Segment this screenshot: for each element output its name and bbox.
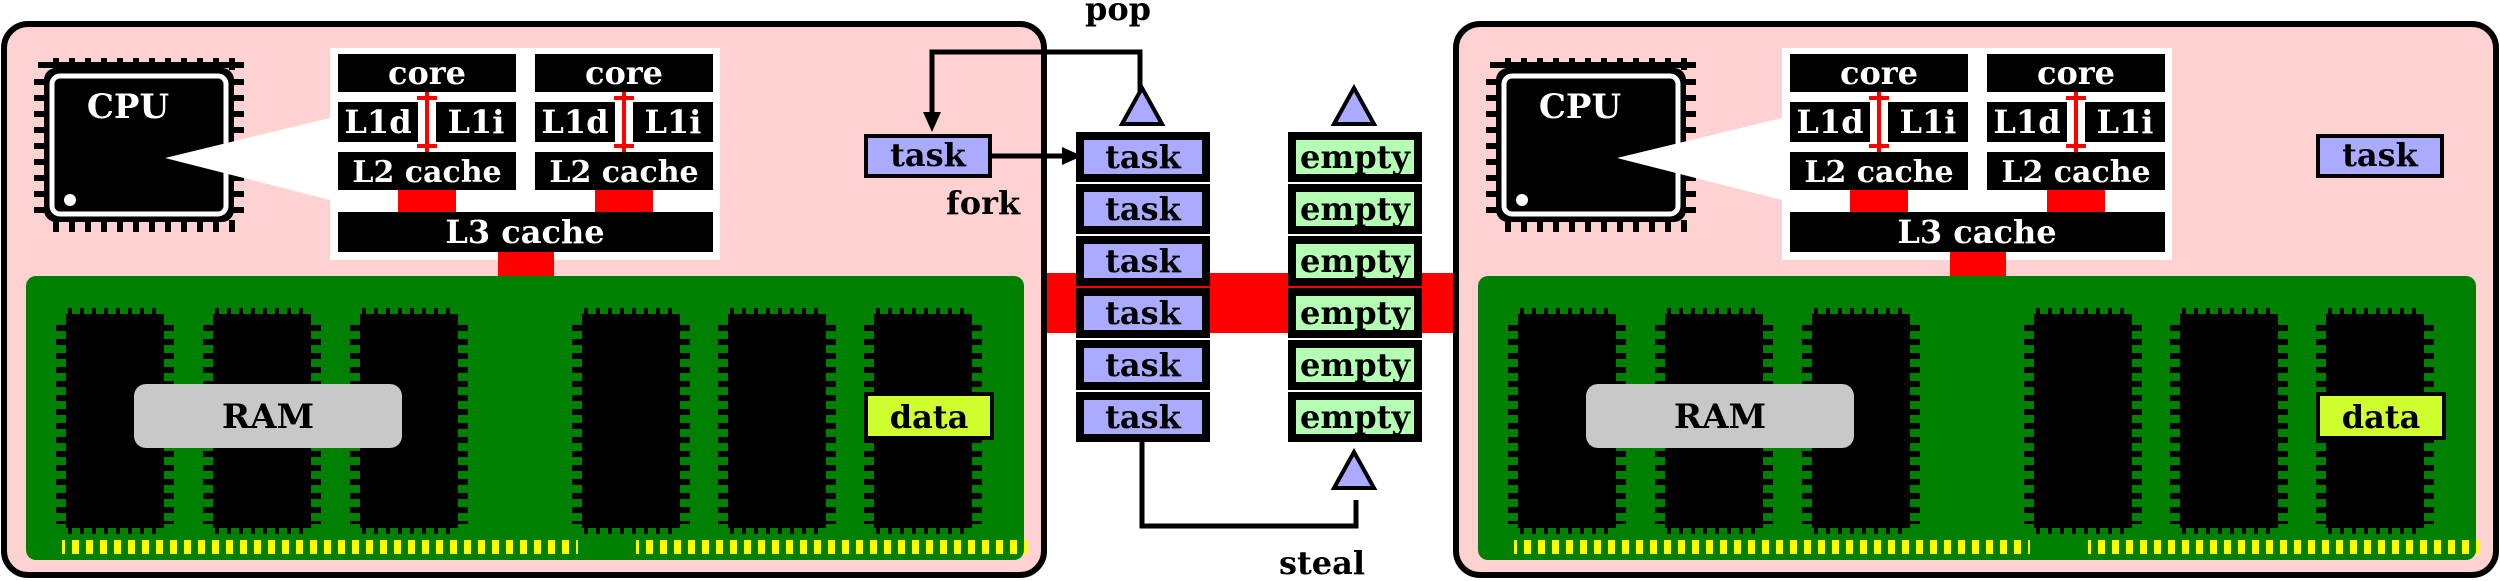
l1i-label: L1i [1900,103,1957,141]
ram-label: RAM [1674,397,1766,437]
core-label: core [1840,54,1918,92]
data-label: data [890,398,969,436]
core-2: core L1d L1i L2 cache [535,54,713,212]
deque-empty-slot: empty [1288,288,1422,338]
l1i-label: L1i [2097,103,2154,141]
ram-chip-icon [572,308,690,534]
l3-label: L3 cache [445,213,604,251]
core-2: core L1d L1i L2 cache [1987,54,2165,212]
cpu-callout [1617,118,1782,200]
l1i-label: L1i [448,103,505,141]
ram-board: RAM data [1478,276,2480,560]
deque-task-slot: task [1076,132,1210,182]
deque-empty-slot-label: empty [1300,138,1411,176]
left-node: CPU core L1d L1i L2 cache core [1,21,1047,578]
pop-arrow [929,49,1143,118]
deque-empty-slot: empty [1288,392,1422,442]
core-label: core [388,54,466,92]
ram-chip-icon [718,308,836,534]
deque-task-slot-label: task [1105,138,1182,176]
empty-deque: empty empty empty empty empty empty [1288,132,1422,442]
core-label: core [2037,54,2115,92]
forked-task-label: task [890,136,967,174]
pop-label: pop [1085,0,1151,28]
l2-label: L2 cache [2001,155,2150,190]
core-1: core L1d L1i L2 cache [338,54,516,212]
l2-label: L2 cache [549,155,698,190]
deque-task-slot-label: task [1105,294,1182,332]
ram-board: RAM data [26,276,1028,560]
deque-empty-slot: empty [1288,236,1422,286]
deque-empty-slot-label: empty [1300,190,1411,228]
deque-task-slot: task [1076,184,1210,234]
ram-label: RAM [222,397,314,437]
deque-empty-slot-label: empty [1300,242,1411,280]
ram-chip-icon [2024,308,2142,534]
l2-label: L2 cache [352,155,501,190]
deque-task-slot-label: task [1105,190,1182,228]
task-deque: task task task task task task [1076,132,1210,442]
data-box [2316,392,2446,440]
ram-label-box [134,384,402,448]
idle-task-box [2316,134,2444,178]
ram-chip-icon [2170,308,2288,534]
l1i-label: L1i [645,103,702,141]
core-label: core [585,54,663,92]
deque-empty-slot: empty [1288,132,1422,182]
cpu-label: CPU [87,87,169,127]
steal-label: steal [1279,544,1365,581]
l1d-label: L1d [541,103,608,141]
deque-task-slot: task [1076,340,1210,390]
deque-empty-slot-label: empty [1300,294,1411,332]
forked-task-box [864,134,992,178]
deque-task-slot-label: task [1105,346,1182,384]
l2-label: L2 cache [1804,155,1953,190]
l1d-label: L1d [344,103,411,141]
data-box [864,392,994,440]
cpu-chip-icon: CPU [1486,58,1696,232]
deque-empty-slot: empty [1288,184,1422,234]
idle-task-label: task [2342,136,2419,174]
deque-task-slot-label: task [1105,398,1182,436]
deque-empty-slot-label: empty [1300,398,1411,436]
l3-to-ram-link [498,252,554,276]
deque-bottom-marker-icon [1330,447,1378,490]
cpu-label: CPU [1539,87,1621,127]
cpu-callout [165,118,330,200]
right-node: CPU core L1d L1i L2 cache core L1d [1453,21,2499,578]
l3-label: L3 cache [1897,213,2056,251]
deque-task-slot: task [1076,236,1210,286]
fork-label: fork [946,184,1021,222]
deque-task-slot: task [1076,288,1210,338]
fork-arrowhead-icon [1062,147,1082,165]
deque-empty-slot: empty [1288,340,1422,390]
pop-arrowhead-icon [923,112,941,132]
deque-empty-slot-label: empty [1300,346,1411,384]
l3-to-ram-link [1950,252,2006,276]
deque-task-slot: task [1076,392,1210,442]
l1d-label: L1d [1796,103,1863,141]
deque-top-marker-icon [1330,83,1378,126]
ram-label-box [1586,384,1854,448]
deque-task-slot-label: task [1105,242,1182,280]
l1d-label: L1d [1993,103,2060,141]
data-label: data [2342,398,2421,436]
ram-chip-icon [1802,308,1920,534]
steal-arrow [1139,440,1359,529]
deque-top-marker-icon [1118,83,1166,126]
cpu-chip-icon: CPU [34,58,244,232]
core-1: core L1d L1i L2 cache [1790,54,1968,212]
